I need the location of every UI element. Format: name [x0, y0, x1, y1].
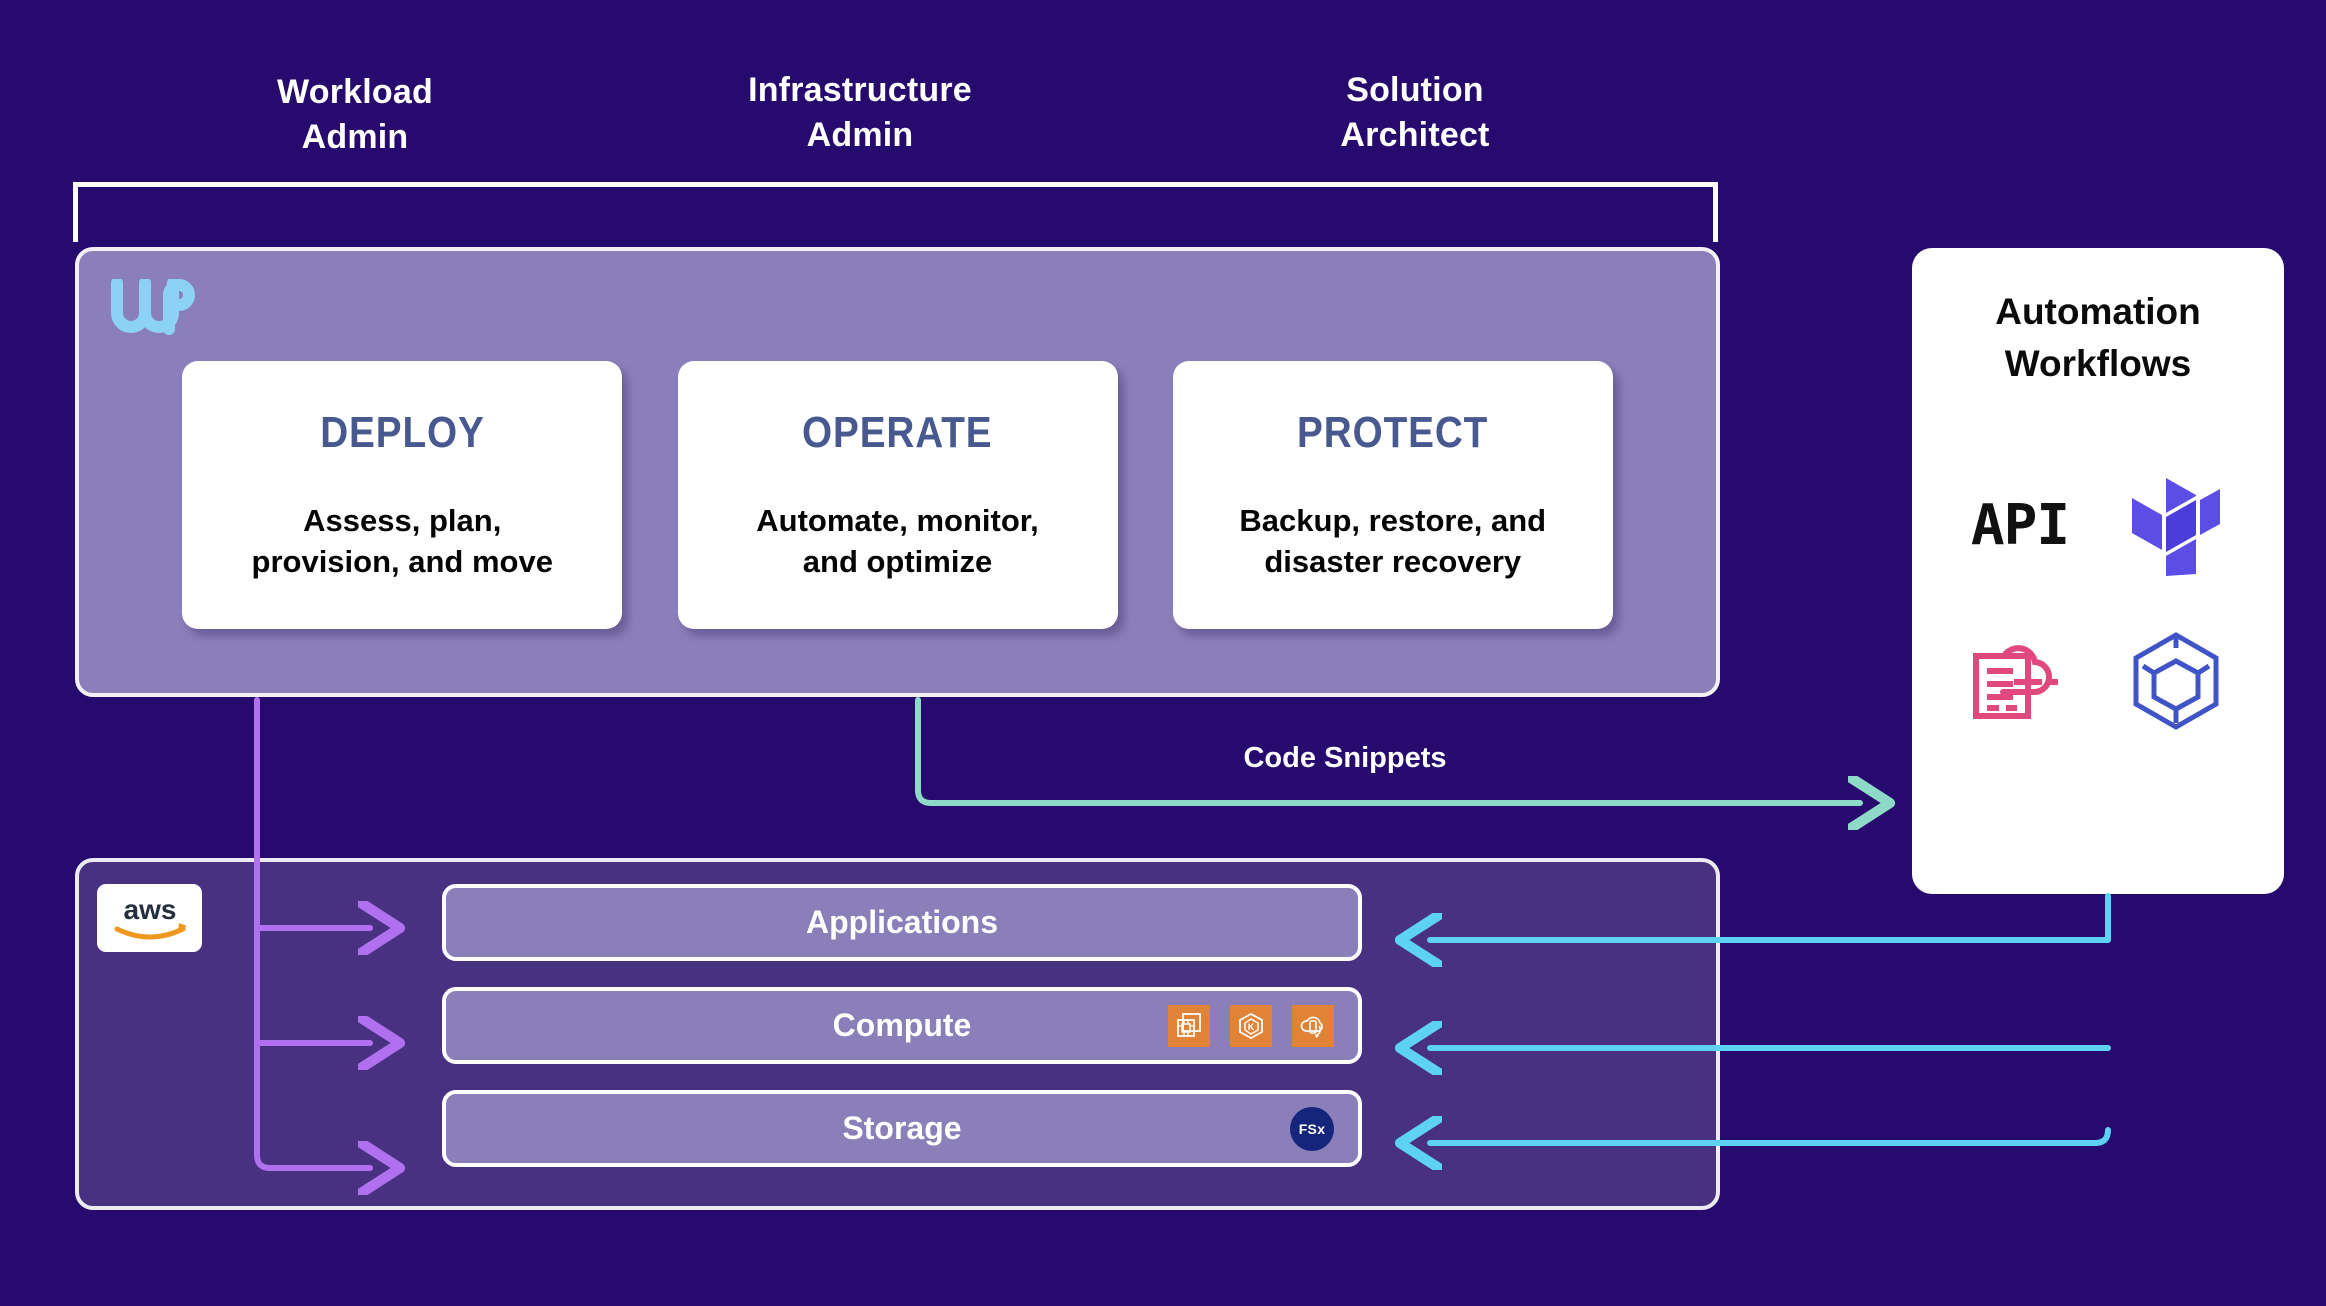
aws-layer-compute[interactable]: Compute: [442, 987, 1362, 1064]
card-title: PROTECT: [1297, 408, 1489, 457]
wp-logo-icon: [111, 279, 196, 335]
capability-card-operate[interactable]: OPERATE Automate, monitor, and optimize: [677, 361, 1118, 629]
persona-bracket: [73, 182, 1718, 242]
api-icon-label: API: [1970, 493, 2070, 558]
aws-layer-applications[interactable]: Applications: [442, 884, 1362, 961]
row-label: Storage: [842, 1110, 962, 1146]
cloudformation-icon: [1950, 613, 2090, 748]
ec2-icon: [1168, 1004, 1210, 1047]
card-title: OPERATE: [802, 408, 993, 457]
eks-icon: K: [1230, 1004, 1272, 1047]
aws-logo-icon: aws: [97, 884, 202, 952]
capability-card-deploy[interactable]: DEPLOY Assess, plan, provision, and move: [182, 361, 623, 629]
code-snippets-label: Code Snippets: [1243, 742, 1447, 774]
capability-card-list: DEPLOY Assess, plan, provision, and move…: [79, 361, 1716, 629]
card-description: Backup, restore, and disaster recovery: [1239, 503, 1547, 579]
terraform-icon: [2106, 458, 2246, 593]
row-label: Compute: [832, 1007, 972, 1043]
card-description: Assess, plan, provision, and move: [251, 503, 553, 579]
automation-workflows-panel: Automation Workflows API: [1912, 248, 2284, 894]
fsx-icon: FSx: [1290, 1106, 1334, 1151]
api-icon: API: [1950, 458, 2090, 593]
automation-workflows-title: Automation Workflows: [1995, 291, 2201, 384]
svg-text:aws: aws: [123, 894, 176, 925]
cube-hexagon-icon: [2106, 613, 2246, 748]
automation-icon-grid: API: [1912, 448, 2284, 758]
row-label: Applications: [805, 904, 998, 940]
compute-icon-group: K: [1168, 991, 1334, 1060]
svg-text:K: K: [1248, 1022, 1255, 1032]
card-description: Automate, monitor, and optimize: [756, 503, 1039, 579]
aws-layer-list: Applications Compute: [442, 884, 1362, 1193]
elastic-beanstalk-icon: [1292, 1004, 1334, 1047]
aws-layer-storage[interactable]: Storage FSx: [442, 1090, 1362, 1167]
persona-label-infrastructure-admin: Infrastructure Admin: [748, 71, 972, 154]
wp-platform-panel: DEPLOY Assess, plan, provision, and move…: [75, 247, 1720, 697]
persona-label-workload-admin: Workload Admin: [277, 73, 433, 156]
persona-label-solution-architect: Solution Architect: [1340, 71, 1490, 154]
aws-environment-panel: aws Applications Compute: [75, 858, 1720, 1210]
capability-card-protect[interactable]: PROTECT Backup, restore, and disaster re…: [1172, 361, 1613, 629]
card-title: DEPLOY: [319, 408, 485, 457]
storage-icon-group: FSx: [1290, 1094, 1334, 1163]
